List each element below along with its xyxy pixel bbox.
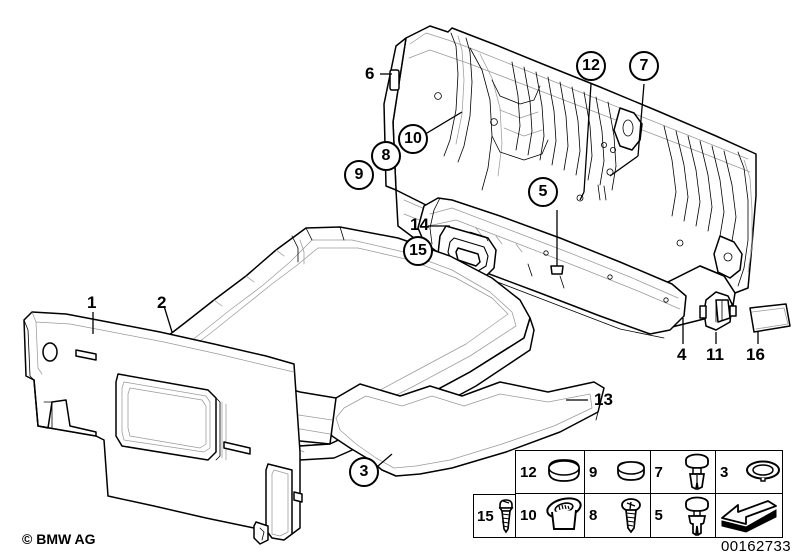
leader-3: [377, 453, 393, 467]
callout-label: 14: [410, 215, 429, 234]
callout-label: 4: [677, 345, 687, 364]
callout-label: 10: [404, 130, 422, 147]
split-rivet-icon: [679, 496, 716, 536]
oval-grommet-icon: [544, 496, 584, 535]
callout-label: 15: [409, 242, 427, 259]
callout-label: 16: [746, 345, 765, 364]
rib-group-left: [511, 61, 617, 191]
callout-13[interactable]: 13: [594, 391, 613, 408]
legend-cell-3[interactable]: 3: [716, 451, 782, 494]
callout-6[interactable]: 6: [365, 65, 374, 82]
leader-12: [583, 83, 592, 193]
leader-2: [163, 305, 173, 333]
pan-screw-icon: [494, 498, 518, 534]
legend-cell-12[interactable]: 12: [516, 451, 585, 494]
legend-cell-7[interactable]: 7: [650, 451, 716, 494]
callout-label: 6: [365, 64, 375, 83]
rib-group-right: [663, 125, 737, 242]
callout-label: 5: [538, 183, 548, 200]
arrow-marker-icon: [716, 499, 782, 533]
flat-pad-16: [749, 303, 791, 333]
legend-number: 10: [520, 507, 537, 524]
callout-11[interactable]: 11: [706, 346, 724, 363]
legend-cell-15[interactable]: 15: [473, 494, 517, 538]
callout-label: 12: [582, 57, 600, 74]
callout-label: 8: [381, 147, 391, 164]
callout-15[interactable]: 15: [403, 236, 433, 266]
callout-14[interactable]: 14: [410, 216, 429, 233]
legend-number: 12: [520, 463, 537, 481]
callout-label: 1: [87, 293, 97, 312]
leader-7: [637, 83, 645, 157]
legend-cell-10[interactable]: 10: [516, 494, 585, 537]
callout-label: 13: [594, 390, 613, 409]
legend-number: 15: [477, 507, 494, 525]
legend-cell-9[interactable]: 9: [585, 451, 651, 494]
legend-number: 3: [720, 463, 729, 481]
legend-number: 5: [654, 507, 663, 524]
callout-16[interactable]: 16: [746, 346, 765, 363]
callout-7[interactable]: 7: [629, 51, 659, 81]
callout-3[interactable]: 3: [349, 457, 379, 487]
expanding-rivet-icon: [679, 453, 716, 491]
callout-10[interactable]: 10: [398, 124, 428, 154]
callout-label: 9: [354, 166, 364, 183]
callout-4[interactable]: 4: [677, 346, 686, 363]
legend-cell-arrow[interactable]: [716, 494, 782, 537]
callout-label: 3: [359, 463, 369, 480]
trunk-mat: [325, 381, 605, 477]
disc-cap-icon: [744, 459, 782, 485]
legend-number: 8: [589, 507, 598, 524]
legend-number: 9: [589, 463, 598, 481]
legend-cell-5[interactable]: 5: [651, 494, 716, 537]
part-number: 00162733: [721, 538, 791, 555]
left-side-trim-panel: [23, 311, 303, 545]
callout-2[interactable]: 2: [157, 294, 166, 311]
plug-cap-icon: [544, 457, 584, 487]
legend-cell-8[interactable]: 8: [585, 494, 651, 537]
callout-5[interactable]: 5: [528, 177, 558, 207]
flat-cap-icon: [613, 459, 650, 485]
callout-12[interactable]: 12: [576, 51, 606, 81]
callout-label: 11: [706, 345, 724, 364]
callout-1[interactable]: 1: [87, 294, 96, 311]
callout-8[interactable]: 8: [371, 141, 401, 171]
bracket-11: [699, 291, 737, 331]
cross-screw-icon: [613, 497, 650, 535]
callout-label: 2: [157, 293, 167, 312]
fastener-legend-table: 12 9 7: [515, 450, 783, 538]
callout-9[interactable]: 9: [344, 160, 374, 190]
callout-label: 7: [639, 57, 649, 74]
copyright-notice: © BMW AG: [22, 531, 96, 547]
legend-number: 7: [654, 463, 663, 481]
